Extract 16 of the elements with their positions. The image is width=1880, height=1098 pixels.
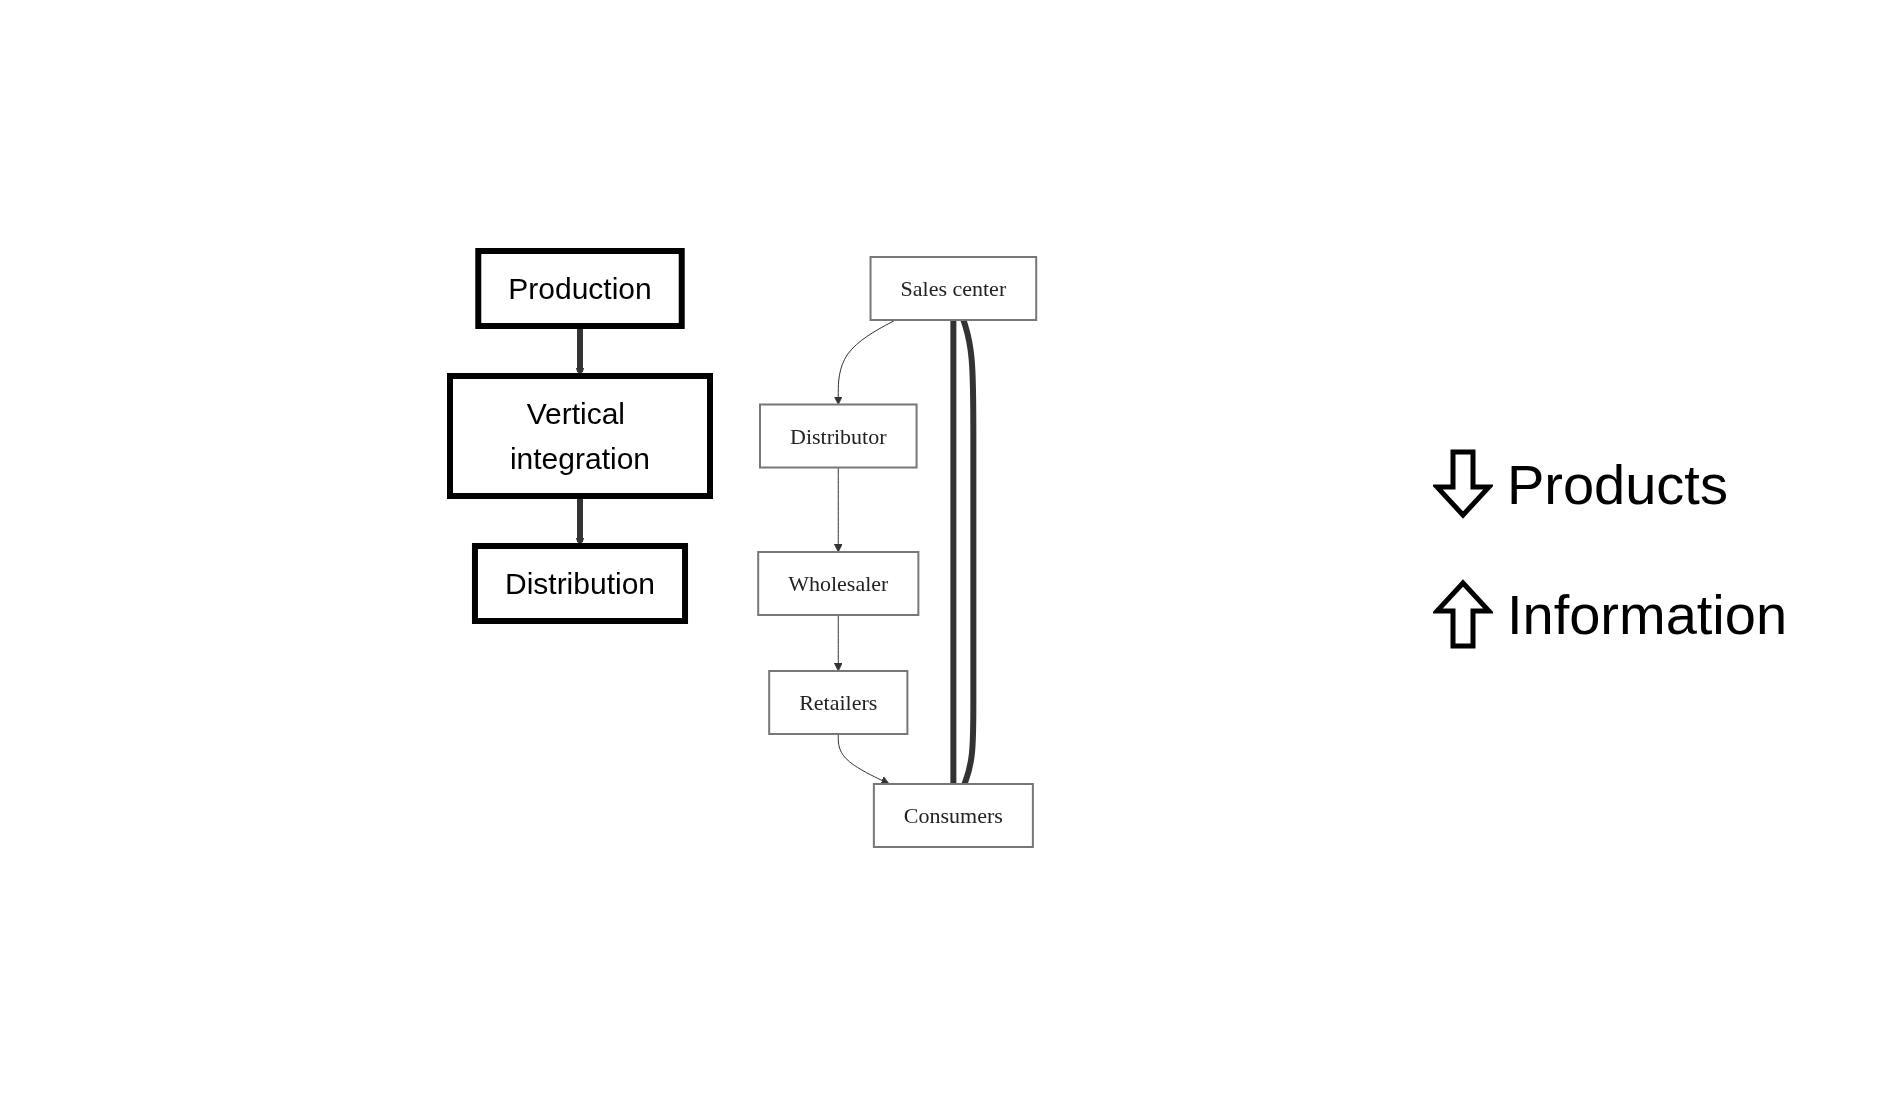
flow-label: Products — [1506, 451, 1728, 517]
node-box: Retailers — [768, 670, 909, 735]
node-box: Distributor — [758, 403, 918, 469]
arrow — [833, 614, 843, 672]
node-box: Sales center — [869, 256, 1037, 321]
flow-label: Information — [1506, 581, 1788, 647]
node-box: Consumers — [872, 783, 1034, 848]
connector — [960, 319, 977, 785]
arrow — [833, 467, 843, 553]
node-box: Vertical integration — [446, 373, 713, 499]
node-box: Production — [475, 248, 685, 329]
node-box: Wholesaler — [757, 551, 920, 616]
connector — [950, 320, 957, 784]
node-box: Distribution — [471, 543, 688, 624]
arrow — [837, 733, 890, 785]
arrow — [833, 319, 896, 405]
